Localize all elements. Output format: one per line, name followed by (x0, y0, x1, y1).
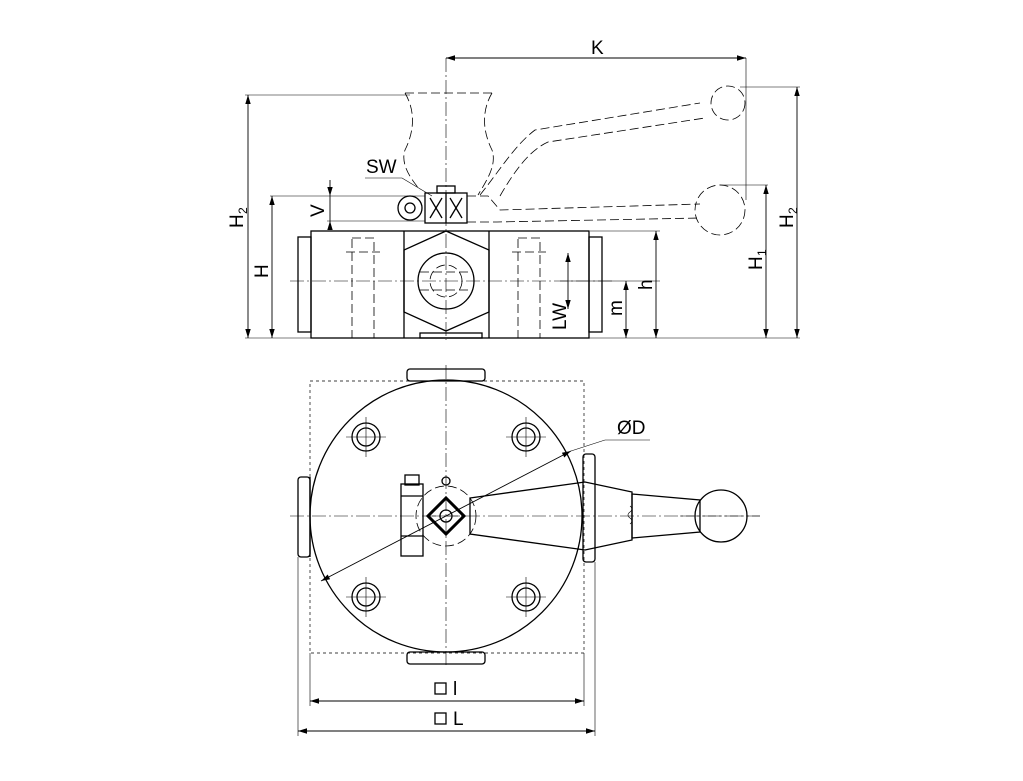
handle-upper (479, 102, 701, 196)
bottom-boss (419, 332, 483, 339)
port-boss-right (588, 236, 603, 333)
square-symbol-l (434, 682, 447, 695)
label-K: K (591, 38, 604, 59)
handle-ball-upper (710, 85, 746, 121)
label-D: ØD (617, 418, 646, 439)
label-H2-left: H (227, 214, 248, 228)
port-left (297, 476, 311, 558)
ghost-grip (403, 92, 494, 196)
bolt-hole-tl (346, 417, 386, 457)
label-L: L (453, 709, 464, 730)
svg-text:2: 2 (236, 207, 250, 214)
port-boss-left (297, 236, 312, 333)
stem-housing (415, 485, 477, 547)
handle-hub (397, 195, 423, 221)
port-right (582, 453, 596, 563)
bolt-hole-bl (346, 577, 386, 617)
side-view: K SW H 2 H V LW m h H 1 H 2 (227, 38, 800, 340)
stem-clamp (400, 483, 424, 557)
label-H2-right: H (777, 214, 798, 228)
bolt-hole-br (506, 577, 546, 617)
svg-text:2: 2 (786, 207, 800, 214)
label-h: h (636, 279, 657, 290)
svg-text:1: 1 (755, 249, 769, 256)
label-LW: LW (550, 303, 571, 330)
bolt-hole-tr (506, 417, 546, 457)
valve-body-side (310, 230, 590, 339)
label-H1: H (746, 256, 767, 270)
label-H: H (252, 264, 273, 278)
sw-leader (365, 177, 433, 197)
square-symbol-L (434, 712, 447, 725)
handle-lower-top (467, 195, 701, 211)
handle-ball-lower (694, 184, 746, 236)
label-l: l (453, 679, 457, 700)
label-V: V (308, 204, 329, 217)
top-view: ØD l L (290, 365, 760, 736)
label-m: m (606, 300, 627, 316)
label-SW: SW (366, 157, 397, 178)
stem-square (425, 495, 467, 537)
